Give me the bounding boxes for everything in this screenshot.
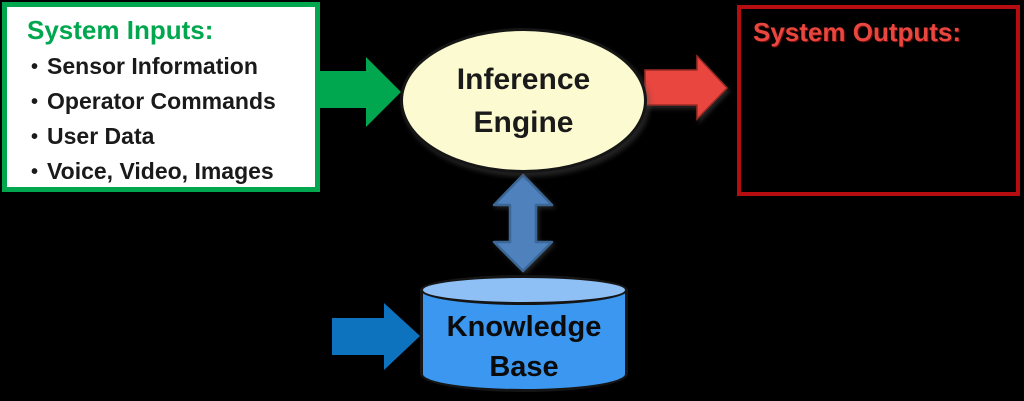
knowledge-base-input-arrow-icon [332, 303, 420, 370]
knowledge-base-cylinder-top [420, 275, 628, 305]
bullet-icon: • [31, 126, 39, 148]
bullet-icon: • [31, 91, 39, 113]
list-item: • User Data [23, 119, 311, 154]
system-inputs-title: System Inputs: [27, 15, 214, 45]
bullet-icon: • [31, 56, 39, 78]
system-inputs-box: System Inputs: • Sensor Information • Oper… [2, 2, 320, 192]
inference-engine-label-line2: Engine [473, 105, 574, 139]
engine-knowledge-double-arrow-icon [492, 173, 554, 273]
input-item-label: Sensor Information [47, 53, 258, 79]
bullet-icon: • [31, 161, 39, 183]
input-item-label: Voice, Video, Images [47, 158, 274, 184]
knowledge-base-cylinder: Knowledge Base [420, 289, 628, 392]
engine-to-outputs-arrow-icon [644, 54, 729, 121]
inputs-to-engine-arrow-icon [320, 57, 401, 127]
system-inputs-list: • Sensor Information • Operator Commands •… [23, 49, 311, 189]
list-item: • Voice, Video, Images [23, 154, 311, 189]
input-item-label: Operator Commands [47, 88, 276, 114]
knowledge-base-label-line1: Knowledge [446, 311, 602, 343]
list-item: • Operator Commands [23, 84, 311, 119]
inference-engine-node: Inference Engine [400, 28, 647, 173]
system-outputs-box: System Outputs: [737, 5, 1020, 196]
list-item: • Sensor Information [23, 49, 311, 84]
knowledge-base-label-line2: Base [489, 351, 559, 383]
system-outputs-title: System Outputs: [753, 17, 962, 47]
inference-engine-label-line1: Inference [456, 62, 591, 96]
input-item-label: User Data [47, 123, 155, 149]
